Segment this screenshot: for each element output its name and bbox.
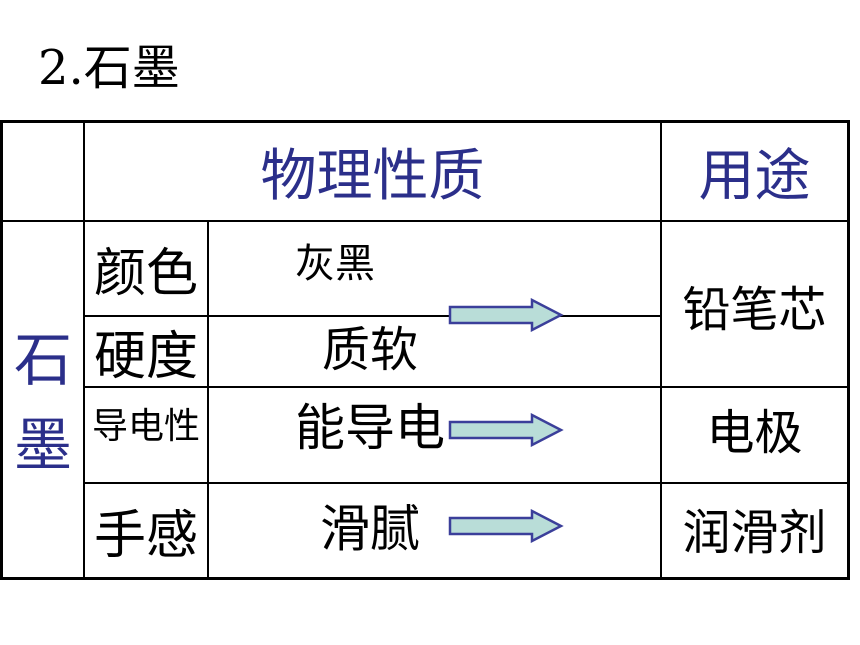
material-char-1: 石 [13,326,72,394]
value-color: 灰黑 [295,241,375,287]
header-divider [0,220,850,222]
header-physical-properties: 物理性质 [260,144,485,209]
header-uses: 用途 [698,144,811,209]
property-color: 颜色 [93,244,198,304]
graphite-properties-table: 物理性质 用途 石 墨 颜色 硬度 导电性 手感 灰黑 质软 能导电 滑腻 铅笔… [0,120,850,580]
arrow-right-icon [448,298,564,332]
value-conductivity: 能导电 [295,399,445,457]
arrow-right-icon [448,413,564,447]
column-divider-2 [207,220,209,580]
property-conductivity: 导电性 [91,406,200,447]
property-feel: 手感 [93,506,198,566]
row-divider-1 [85,315,662,317]
row-divider-2 [85,386,850,388]
table-border-top [0,120,850,123]
column-divider-3 [660,120,662,580]
table-border-bottom [0,577,850,580]
row-divider-3 [85,482,850,484]
value-feel: 滑腻 [320,500,420,558]
property-hardness: 硬度 [93,327,198,387]
table-border-left [0,120,3,580]
column-divider-1 [83,120,85,580]
value-hardness: 质软 [321,322,418,378]
arrow-right-icon [448,509,564,543]
use-pencil-lead: 铅笔芯 [682,282,827,338]
material-char-2: 墨 [13,411,72,479]
use-lubricant: 润滑剂 [682,504,827,561]
use-electrode: 电极 [706,404,803,461]
page-heading: 2.石墨 [38,40,180,96]
table-border-right [847,120,850,580]
